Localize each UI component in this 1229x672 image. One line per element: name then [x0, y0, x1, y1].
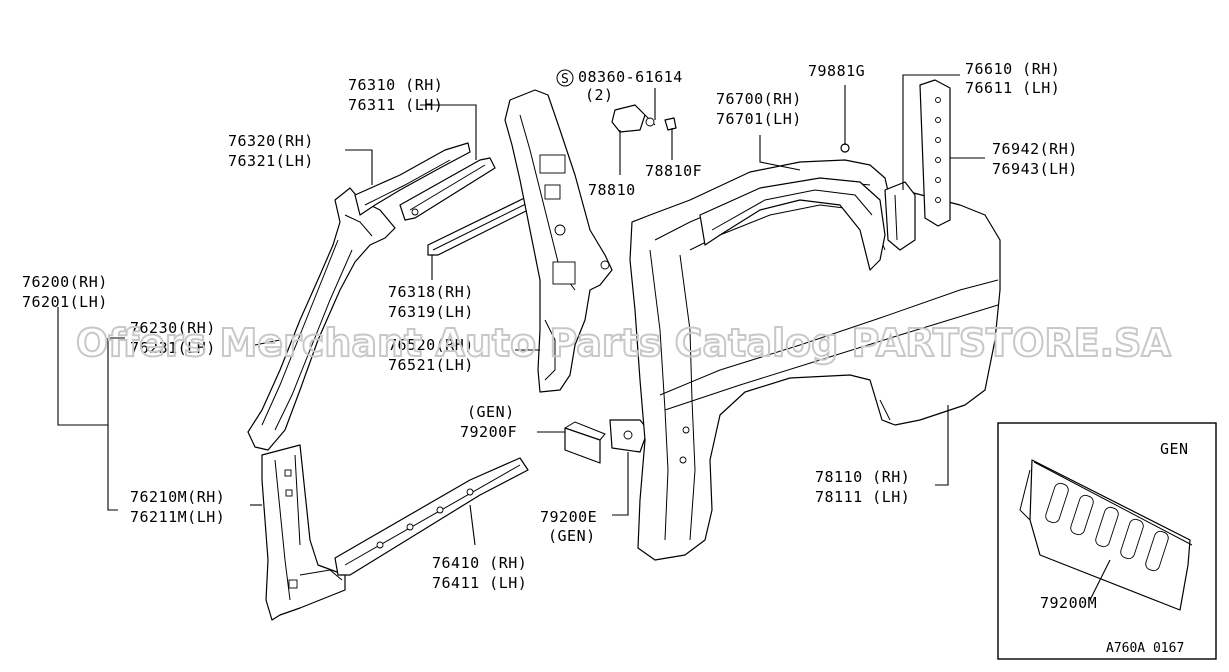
bracket-79200E — [609, 419, 649, 453]
label-76411: 76411 (LH) — [432, 574, 527, 592]
label-76520: 76520(RH) — [388, 336, 474, 354]
label-76311: 76311 (LH) — [348, 96, 443, 114]
label-76943: 76943(LH) — [992, 160, 1078, 178]
roof-rail-76320 — [354, 142, 471, 216]
label-78810F: 78810F — [645, 162, 702, 180]
label-76211: 76211M(LH) — [130, 508, 225, 526]
label-76201: 76201(LH) — [22, 293, 108, 311]
label-76611: 76611 (LH) — [965, 79, 1060, 97]
standard-part-symbol — [556, 69, 574, 87]
label-79200E-gen: (GEN) — [548, 527, 596, 545]
roof-rail-76310 — [399, 157, 496, 221]
wheelhouse-76700 — [699, 177, 886, 271]
inset-box — [997, 422, 1217, 660]
label-76319: 76319(LH) — [388, 303, 474, 321]
pillar-assembly-76200 — [247, 187, 396, 621]
label-76310: 76310 (RH) — [348, 76, 443, 94]
label-08360: 08360-61614 — [578, 68, 683, 86]
label-76942: 76942(RH) — [992, 140, 1078, 158]
label-79200E: 79200E — [540, 508, 597, 526]
fuel-lid-78810 — [611, 104, 677, 133]
label-76610: 76610 (RH) — [965, 60, 1060, 78]
label-76410: 76410 (RH) — [432, 554, 527, 572]
label-76701: 76701(LH) — [716, 110, 802, 128]
label-76321: 76321(LH) — [228, 152, 314, 170]
center-pillar-76520 — [504, 89, 613, 393]
label-78110: 78110 (RH) — [815, 468, 910, 486]
diagram-code: A760A 0167 — [1106, 641, 1184, 656]
sill-76410 — [334, 457, 529, 576]
label-76320: 76320(RH) — [228, 132, 314, 150]
label-76700: 76700(RH) — [716, 90, 802, 108]
label-79881G: 79881G — [808, 62, 865, 80]
part-labels: 76310 (RH) 76311 (LH) 76320(RH) 76321(LH… — [22, 60, 1189, 656]
bracket-79200F — [564, 421, 606, 464]
label-79200F-gen: (GEN) — [467, 403, 515, 421]
clip-79881G — [840, 143, 850, 153]
watermark-text: Offers Merchant Auto Parts Catalog PARTS… — [76, 321, 1171, 365]
pillar-76942 — [884, 181, 916, 251]
label-76521: 76521(LH) — [388, 356, 474, 374]
label-76230: 76230(RH) — [130, 319, 216, 337]
label-78810: 78810 — [588, 181, 636, 199]
label-08360-qty: (2) — [585, 86, 614, 104]
label-79200F: 79200F — [460, 423, 517, 441]
label-76210: 76210M(RH) — [130, 488, 225, 506]
label-76318: 76318(RH) — [388, 283, 474, 301]
label-78111: 78111 (LH) — [815, 488, 910, 506]
panel-79200M — [1019, 459, 1193, 611]
label-79200M: 79200M — [1040, 594, 1097, 612]
label-08360-symbol: S — [561, 72, 569, 87]
inset-title: GEN — [1160, 440, 1189, 458]
pillar-76610 — [919, 79, 951, 227]
label-76200: 76200(RH) — [22, 273, 108, 291]
leader-lines — [57, 74, 1111, 601]
label-76231: 76231(LH) — [130, 339, 216, 357]
